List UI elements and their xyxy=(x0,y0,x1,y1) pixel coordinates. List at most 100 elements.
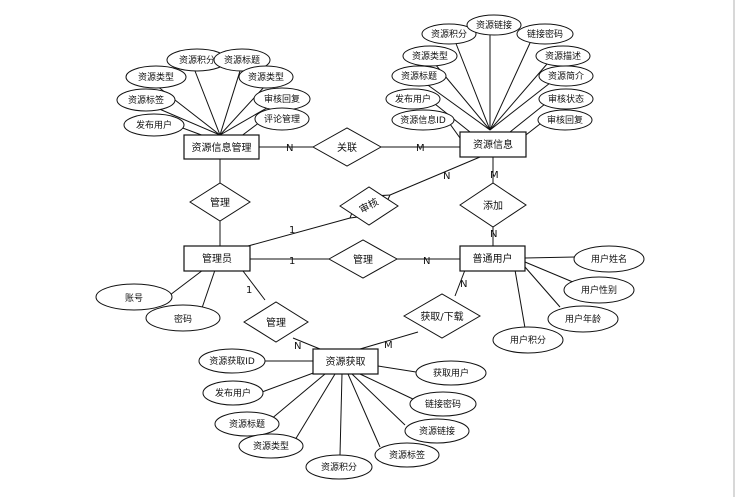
svg-text:链接密码: 链接密码 xyxy=(425,398,461,410)
attribute-ellipse: 资源标签 xyxy=(116,88,176,112)
attribute-ellipse: 链接密码 xyxy=(409,391,477,417)
svg-text:资源简介: 资源简介 xyxy=(548,70,584,82)
attribute-ellipse: 资源标题 xyxy=(391,65,447,87)
attribute-ellipse: 审核回复 xyxy=(537,109,593,131)
cardinality-label: N xyxy=(443,171,450,182)
attribute-ellipse: 资源类型 xyxy=(125,65,187,89)
relation-label: 获取/下载 xyxy=(420,311,463,323)
svg-text:资源标签: 资源标签 xyxy=(389,449,425,461)
attribute-ellipse: 资源类型 xyxy=(402,45,458,67)
cardinality-label: N xyxy=(490,229,497,240)
cardinality-label: N xyxy=(423,256,430,267)
attribute-ellipse: 资源链接 xyxy=(466,14,522,36)
svg-text:链接密码: 链接密码 xyxy=(527,28,563,40)
svg-text:评论管理: 评论管理 xyxy=(264,113,300,125)
svg-text:用户积分: 用户积分 xyxy=(510,334,546,346)
relation-manage-top[interactable]: 管理 xyxy=(189,182,251,222)
svg-text:资源链接: 资源链接 xyxy=(476,19,512,31)
relation-fetch-download[interactable]: 获取/下载 xyxy=(403,293,481,339)
attribute-ellipse: 发布用户 xyxy=(123,113,185,137)
relation-manage-mid[interactable]: 管理 xyxy=(327,239,399,279)
attributes-user: 用户姓名 用户性别 用户年龄 用户积分 xyxy=(492,245,645,354)
attribute-ellipse: 账号 xyxy=(95,283,173,311)
svg-text:密码: 密码 xyxy=(174,313,192,325)
relation-review[interactable]: 审核 xyxy=(339,186,399,226)
window-edge xyxy=(733,0,735,497)
relation-label: 管理 xyxy=(353,253,373,266)
attributes-resource-fetch: 资源获取ID 获取用户 发布用户 链接密码 资源标题 资源链接 资源类型 资源标… xyxy=(198,348,487,480)
svg-text:资源积分: 资源积分 xyxy=(321,461,357,473)
entity-user[interactable]: 普通用户 xyxy=(459,245,526,272)
cardinality-label: M xyxy=(490,170,499,181)
entity-label: 普通用户 xyxy=(473,252,513,265)
svg-text:账号: 账号 xyxy=(125,293,143,304)
cardinality-label: 1 xyxy=(289,256,295,267)
svg-text:用户年龄: 用户年龄 xyxy=(565,313,601,325)
attribute-ellipse: 资源积分 xyxy=(305,454,373,480)
svg-text:发布用户: 发布用户 xyxy=(395,93,431,105)
attribute-ellipse: 资源标题 xyxy=(214,411,280,437)
svg-text:资源标签: 资源标签 xyxy=(128,94,164,106)
attribute-lines xyxy=(149,33,581,456)
svg-text:资源积分: 资源积分 xyxy=(431,28,467,40)
entity-resource-info[interactable]: 资源信息 xyxy=(459,131,527,158)
cardinality-label: N xyxy=(286,143,293,154)
relation-manage-bottom[interactable]: 管理 xyxy=(243,301,309,343)
svg-text:审核回复: 审核回复 xyxy=(547,114,583,126)
attribute-ellipse: 发布用户 xyxy=(202,380,264,406)
attribute-ellipse: 用户性别 xyxy=(563,276,635,304)
attribute-ellipse: 资源类型 xyxy=(238,65,294,89)
attribute-ellipse: 资源链接 xyxy=(404,418,470,444)
entity-resource-fetch[interactable]: 资源获取 xyxy=(312,348,379,375)
cardinality-label: 1 xyxy=(289,225,295,236)
attribute-ellipse: 密码 xyxy=(145,304,221,332)
svg-text:审核状态: 审核状态 xyxy=(548,93,584,105)
attributes-resource-management: 资源积分 资源标题 资源类型 资源类型 资源标签 审核回复 发布用户 评论管理 xyxy=(116,48,311,137)
attribute-ellipse: 资源积分 xyxy=(166,48,228,72)
svg-text:发布用户: 发布用户 xyxy=(215,387,251,399)
svg-text:资源标题: 资源标题 xyxy=(229,418,265,430)
relation-link[interactable]: 关联 xyxy=(311,127,383,167)
svg-text:资源获取ID: 资源获取ID xyxy=(209,356,255,367)
attribute-ellipse: 发布用户 xyxy=(385,88,441,110)
svg-text:资源描述: 资源描述 xyxy=(545,50,581,62)
svg-text:资源类型: 资源类型 xyxy=(248,71,284,83)
entity-label: 资源信息管理 xyxy=(192,141,252,154)
svg-text:资源类型: 资源类型 xyxy=(138,71,174,83)
attribute-ellipse: 资源类型 xyxy=(238,433,304,459)
svg-text:审核回复: 审核回复 xyxy=(264,93,300,105)
attribute-ellipse: 资源获取ID xyxy=(198,348,266,374)
svg-text:资源链接: 资源链接 xyxy=(419,425,455,437)
entity-label: 资源获取 xyxy=(326,355,366,368)
relation-label: 添加 xyxy=(483,199,503,212)
attribute-ellipse: 审核状态 xyxy=(538,88,594,110)
relation-label: 管理 xyxy=(210,196,230,209)
cardinality-label: N xyxy=(294,341,301,352)
cardinality-labels: N M 1 N M N 1 N 1 N N M xyxy=(246,143,499,352)
cardinality-label: M xyxy=(416,143,425,154)
entity-admin[interactable]: 管理员 xyxy=(183,245,251,272)
svg-text:资源积分: 资源积分 xyxy=(179,54,215,66)
attributes-resource-info: 资源积分 资源链接 链接密码 资源类型 资源描述 资源标题 资源简介 发布用户 … xyxy=(385,14,594,131)
cardinality-label: N xyxy=(460,279,467,290)
svg-text:发布用户: 发布用户 xyxy=(136,119,172,131)
attribute-ellipse: 获取用户 xyxy=(415,360,487,386)
entity-label: 资源信息 xyxy=(473,138,513,151)
attribute-ellipse: 资源标题 xyxy=(213,48,271,72)
svg-text:资源标题: 资源标题 xyxy=(224,54,260,66)
cardinality-label: 1 xyxy=(246,285,252,296)
entity-label: 管理员 xyxy=(202,252,232,265)
attribute-ellipse: 链接密码 xyxy=(516,23,574,45)
attribute-ellipse: 资源简介 xyxy=(538,65,594,87)
attribute-ellipse: 资源标签 xyxy=(374,442,440,468)
relation-add[interactable]: 添加 xyxy=(459,182,527,228)
svg-text:资源标题: 资源标题 xyxy=(401,70,437,82)
svg-text:资源类型: 资源类型 xyxy=(253,440,289,452)
attribute-ellipse: 用户年龄 xyxy=(547,305,619,333)
attribute-ellipse: 资源信息ID xyxy=(391,109,455,131)
relationship-lines xyxy=(219,146,494,350)
entity-resource-management[interactable]: 资源信息管理 xyxy=(183,134,260,160)
svg-text:获取用户: 获取用户 xyxy=(433,367,469,379)
cardinality-label: M xyxy=(384,340,393,351)
svg-text:用户姓名: 用户姓名 xyxy=(591,253,627,265)
